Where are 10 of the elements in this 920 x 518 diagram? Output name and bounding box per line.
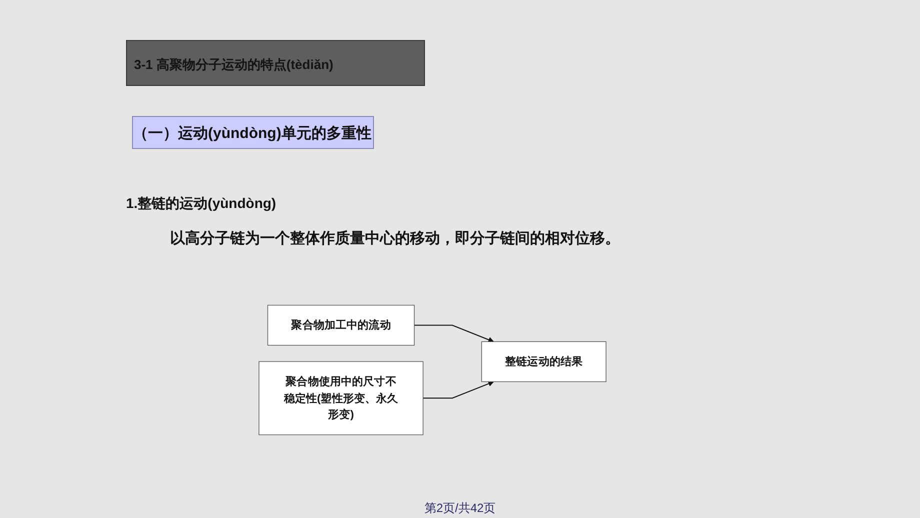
node-box: 整链运动的结果 [481,341,606,382]
page-number: 第2页/共42页 [424,501,496,515]
section-heading: （一）运动(yùndòng)单元的多重性 [132,116,374,149]
node-box: 聚合物加工中的流动 [267,304,415,346]
arrow [423,380,494,399]
node-box: 聚合物使用中的尺寸不稳定性(塑性形变、永久形变) [258,361,424,436]
arrow [414,324,494,342]
subheading: 1.整链的运动(yùndòng) [126,195,276,213]
slide-title: 3-1 高聚物分子运动的特点(tèdiǎn) [126,40,425,86]
description-text: 以高分子链为一个整体作质量中心的移动，即分子链间的相对位移。 [170,229,620,248]
